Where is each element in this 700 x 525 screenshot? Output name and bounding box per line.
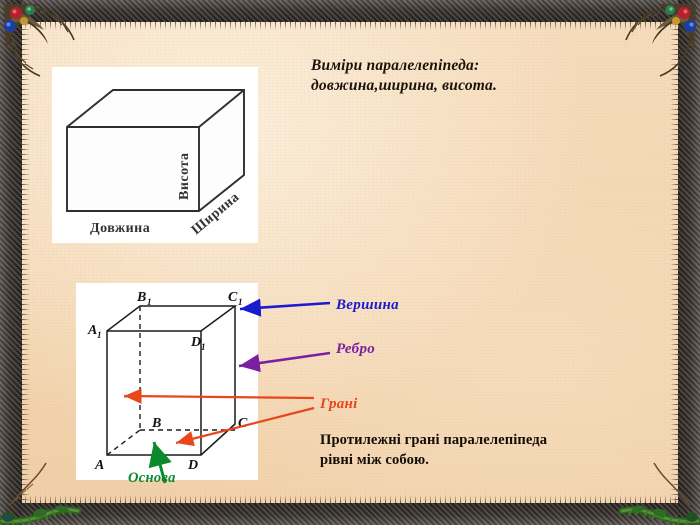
frame-border-left	[0, 0, 22, 525]
callout-label-edge: Ребро	[336, 341, 376, 357]
statement-opposite-faces: Протилежні грані паралелепіпеда рівні мі…	[320, 432, 548, 468]
frame-border-right	[678, 0, 700, 525]
corner-ornament-top-right	[625, 4, 696, 77]
callout-label-faces: Грані	[320, 396, 358, 412]
frame-border-bottom	[0, 503, 700, 525]
frame-border-top	[0, 0, 700, 22]
callout-label-vertex: Вершина	[336, 297, 399, 313]
page-title-measures: Виміри паралелепіпеда: довжина,ширина, в…	[311, 57, 498, 95]
corner-ornament-bottom-right	[618, 462, 700, 525]
callout-label-base: Основа	[128, 470, 176, 486]
corner-ornament-top-left	[4, 4, 75, 77]
box-diagram-panel	[52, 67, 258, 243]
cuboid-diagram-panel	[76, 283, 258, 480]
corner-ornament-bottom-left	[0, 462, 82, 525]
